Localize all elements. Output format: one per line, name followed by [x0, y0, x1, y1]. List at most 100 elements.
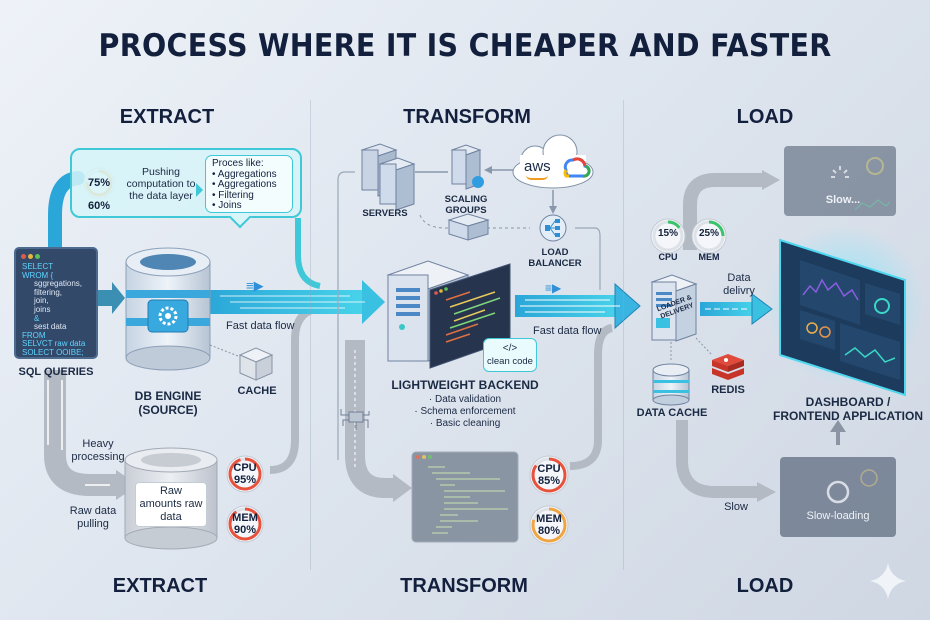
slow-dashboard-bottom	[780, 457, 896, 537]
load-cpu-gauge-fill	[652, 220, 684, 252]
callout-gauge-top-value: 75%	[87, 177, 111, 189]
window-dots	[21, 253, 42, 262]
backend-item-text: Basic cleaning	[435, 418, 501, 429]
load-mem-gauge-fill	[693, 220, 725, 252]
gauge-value: 85%	[537, 475, 561, 487]
process-item-text: Joins	[218, 200, 242, 211]
gauge-value: 90%	[233, 524, 257, 536]
process-item: • Filtering	[212, 189, 254, 201]
transform-gray-arrowhead	[393, 474, 412, 502]
dashboard-label: DASHBOARD / FRONTEND APPLICATION	[768, 395, 928, 423]
transform-code-window	[411, 451, 519, 543]
slow-top-label: Slow...	[825, 194, 861, 206]
callout-gauge-bottom-value: 60%	[87, 200, 111, 212]
process-item-text: Aggregations	[217, 179, 277, 190]
backend-item-text: Schema enforcement	[420, 406, 516, 417]
sql-to-db-arrow	[98, 282, 125, 314]
gauge-label: MEM	[232, 512, 258, 524]
fast-flow-arrow-1	[362, 280, 385, 324]
load-balancer-label: LOAD BALANCER	[528, 247, 582, 269]
gauge-label: MEM	[536, 513, 562, 525]
servers-label: SERVERS	[362, 208, 408, 219]
sql-line: WROM {	[22, 270, 54, 280]
data-delivery-label: Data delivry	[723, 272, 755, 297]
sql-queries-label: SQL QUERIES	[18, 366, 94, 378]
extract-cpu-gauge-background	[226, 455, 264, 493]
phase-load-bottom: LOAD	[736, 575, 794, 597]
scaling-groups-label: SCALING GROUPS	[444, 194, 488, 216]
sql-line: &	[34, 313, 40, 323]
transform-mem-gauge-fill	[531, 507, 567, 543]
load-balancer-icon	[539, 214, 567, 242]
loading-ring-icon	[826, 480, 850, 504]
section-divider	[623, 100, 624, 570]
transform-cpu-gauge	[529, 455, 569, 495]
clean-code-badge: </> clean code	[483, 338, 537, 372]
dashboard-label-line2: FRONTEND APPLICATION	[773, 409, 923, 423]
backend-item: · Schema enforcement	[414, 406, 516, 417]
process-item: • Aggregations	[212, 179, 277, 190]
page-title: PROCESS WHERE IT IS CHEAPER AND FASTER	[98, 28, 832, 64]
google-cloud-icon	[563, 157, 591, 178]
slow-path-top	[683, 173, 765, 250]
aws-smile-icon	[526, 175, 548, 180]
servers-icon	[360, 143, 416, 211]
extract-mem-gauge-background	[226, 505, 264, 543]
load-cpu-gauge	[650, 218, 686, 254]
process-list-title: Proces like:	[212, 158, 264, 169]
db-engine-label-line2: (SOURCE)	[138, 403, 198, 417]
loader-delivery-icon	[650, 274, 698, 342]
phase-transform-top: TRANSFORM	[403, 106, 531, 128]
process-item-text: Aggregations	[217, 168, 277, 180]
backend-title: LIGHTWEIGHT BACKEND	[391, 378, 539, 392]
fast-truck-icon: ≡▶	[246, 278, 264, 293]
phase-extract-bottom: EXTRACT	[112, 575, 208, 597]
db-engine-label-line1: DB ENGINE	[134, 389, 202, 403]
scaling-groups-icon	[450, 144, 484, 190]
cache-icon	[209, 344, 274, 381]
raw-data-box: Raw amounts raw data	[135, 482, 207, 527]
process-item: • Joins	[212, 200, 242, 211]
load-mem-gauge-label: MEM	[698, 252, 720, 262]
transform-mem-gauge	[529, 505, 569, 545]
transform-cpu-gauge-background	[529, 455, 569, 495]
sql-line: join,	[34, 296, 49, 306]
sql-line: FROM	[22, 330, 46, 340]
extract-cpu-gauge	[226, 455, 264, 493]
heavy-processing-label: Heavy processing	[71, 438, 125, 463]
db-engine-label: DB ENGINE (SOURCE)	[118, 389, 218, 417]
dashboard-label-line1: DASHBOARD /	[805, 395, 891, 409]
backend-item-text: Data validation	[434, 394, 502, 405]
load-mem-gauge-background	[691, 218, 727, 254]
sql-line: SELECT	[22, 262, 54, 271]
slow-path-top-arrowhead	[762, 170, 780, 190]
transform-gray-path	[345, 340, 395, 498]
data-delivery-arrow	[751, 293, 773, 325]
backend-item: · Basic cleaning	[429, 418, 501, 429]
code-brackets-icon: </>	[502, 343, 518, 354]
load-cpu-gauge-label: CPU	[658, 252, 678, 262]
redis-label: REDIS	[711, 384, 745, 396]
loading-spinner-icon	[831, 166, 849, 178]
fast-truck-icon: ≡▶	[545, 281, 562, 295]
sql-line: sest data	[34, 322, 67, 332]
process-item-text: Filtering	[218, 189, 254, 201]
extract-mem-gauge	[226, 505, 264, 543]
phase-extract-top: EXTRACT	[119, 106, 215, 128]
load-cpu-gauge-background	[650, 218, 686, 254]
db-engine-icon	[125, 247, 211, 371]
network-box-icon	[447, 213, 490, 241]
data-cache-label: DATA CACHE	[636, 407, 708, 419]
transform-mem-gauge-background	[529, 505, 569, 545]
backend-item: · Data validation	[428, 394, 502, 405]
cache-label: CACHE	[237, 385, 277, 397]
data-cache-icon	[652, 363, 690, 406]
phase-load-top: LOAD	[736, 106, 794, 128]
section-divider	[310, 100, 311, 570]
callout-text: Pushing computation to the data layer	[126, 166, 196, 202]
gauge-label: CPU	[233, 462, 257, 474]
